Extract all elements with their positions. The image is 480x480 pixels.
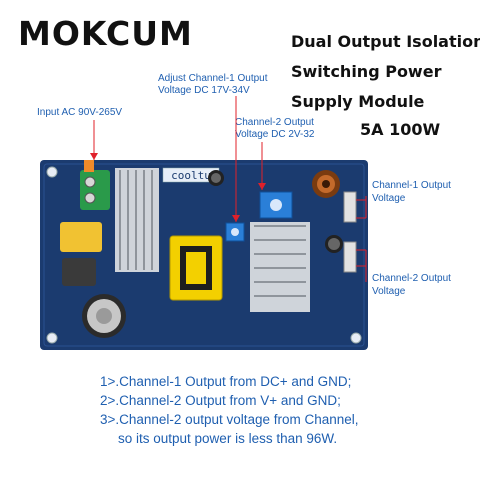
ch2-voltage-label-2: Voltage DC 2V-32	[235, 129, 315, 140]
ch2-output-label-2: Voltage	[372, 286, 406, 297]
ch2-output-label-1: Channel-2 Output	[372, 273, 451, 284]
ch2-voltage-label-1: Channel-2 Output	[235, 117, 314, 128]
output-pins	[343, 191, 357, 273]
pointer-lines	[93, 96, 367, 282]
usage-notes: 1>.Channel-1 Output from DC+ and GND; 2>…	[100, 372, 359, 448]
adjust-ch1-label-1: Adjust Channel-1 Output	[158, 73, 268, 84]
x-capacitor	[60, 222, 102, 252]
title-line-3: Supply Module	[291, 92, 425, 111]
output-inductor	[312, 170, 340, 198]
note-line-2: 2>.Channel-2 Output from V+ and GND;	[100, 393, 341, 408]
brand-logo: MOKCUM	[18, 14, 193, 53]
pointer-arrowheads	[90, 153, 266, 222]
title-line-2: Switching Power	[291, 62, 442, 81]
title-line-4: 5A 100W	[360, 120, 441, 139]
adjust-ch1-label-2: Voltage DC 17V-34V	[158, 85, 250, 96]
note-line-4: so its output power is less than 96W.	[118, 431, 338, 446]
heatsink-primary	[115, 168, 159, 272]
ch2-trimmer-potentiometer	[259, 191, 293, 219]
transformer	[169, 235, 223, 301]
input-terminal-block	[80, 170, 110, 210]
ch1-output-label-2: Voltage	[372, 193, 406, 204]
ch1-output-label-1: Channel-1 Output	[372, 180, 451, 191]
input-ac-label: Input AC 90V-265V	[37, 107, 123, 118]
title-line-1: Dual Output Isolation	[291, 32, 480, 51]
board-label: cooltu	[171, 169, 211, 182]
note-line-1: 1>.Channel-1 Output from DC+ and GND;	[100, 374, 352, 389]
note-line-3: 3>.Channel-2 output voltage from Channel…	[100, 412, 359, 427]
heatsink-secondary	[250, 222, 310, 312]
